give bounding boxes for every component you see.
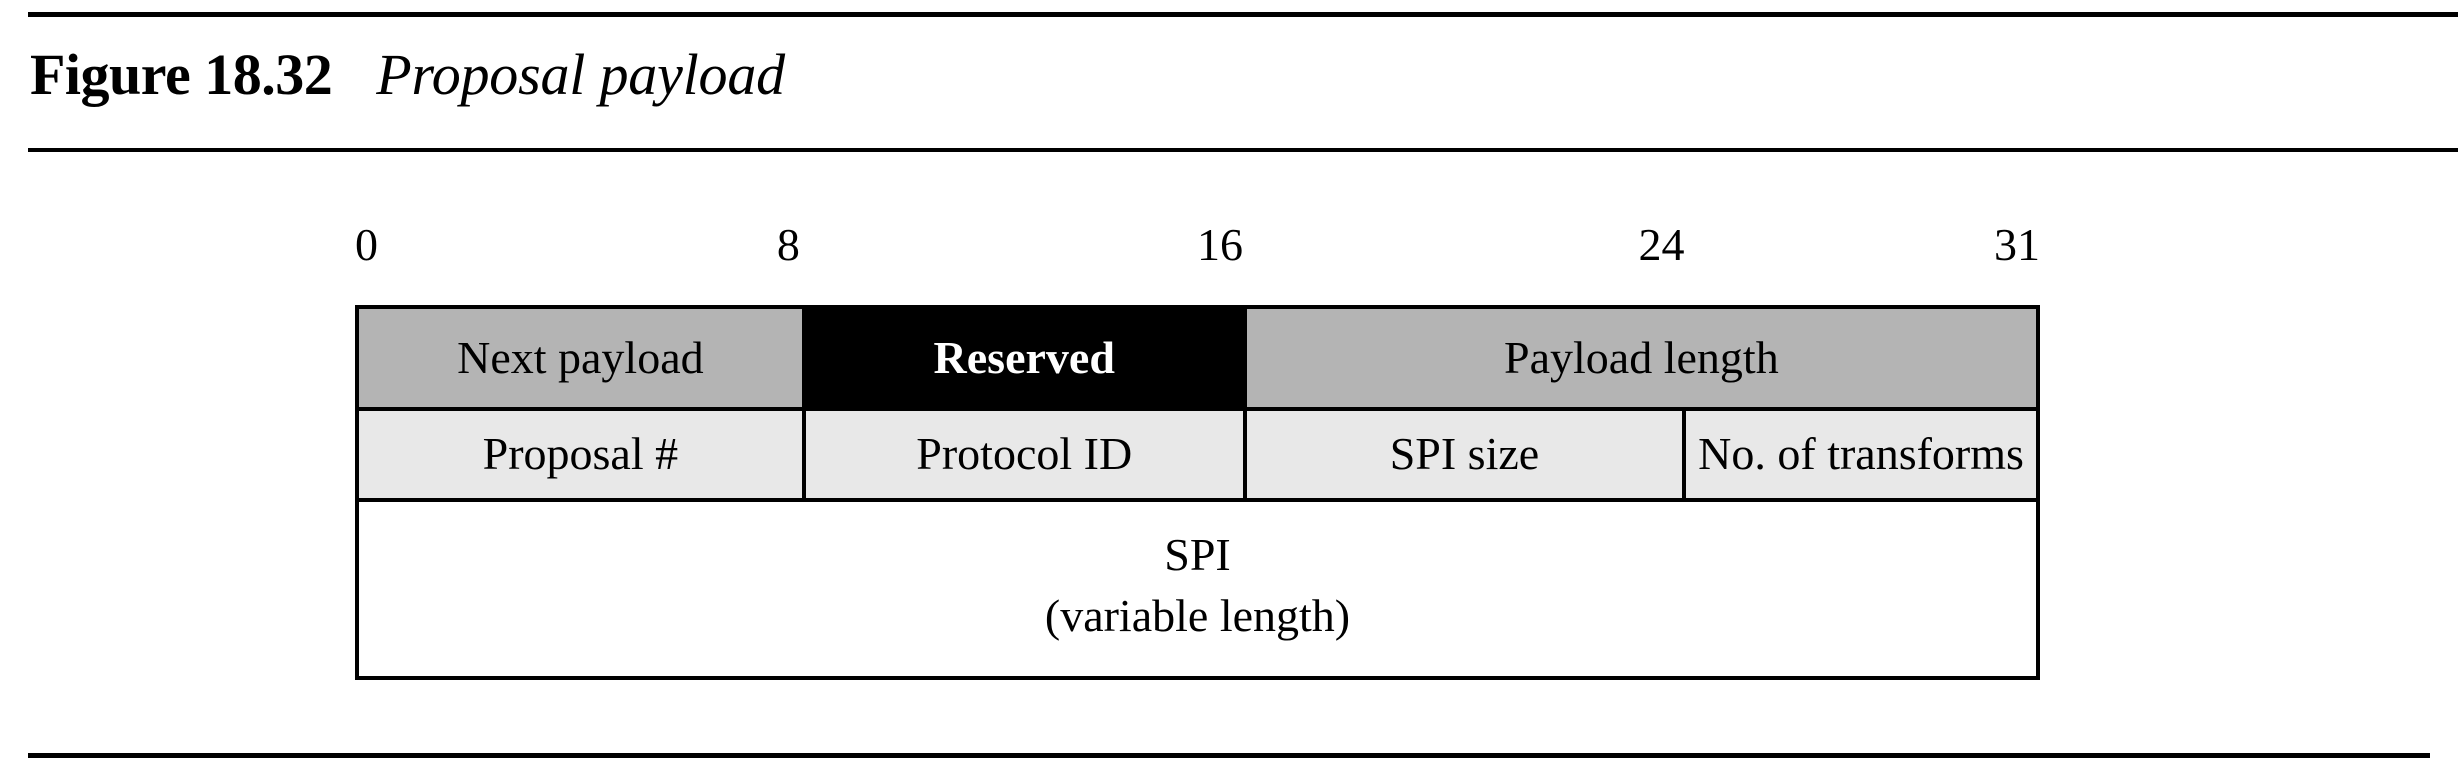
- packet-row-1: Next payload Reserved Payload length: [359, 309, 2036, 407]
- bit-tick-0: 0: [355, 219, 378, 270]
- bit-tick-8: 8: [776, 219, 800, 270]
- page-rule-top: [28, 12, 2458, 17]
- packet-row-2: Proposal # Protocol ID SPI size No. of t…: [359, 407, 2036, 502]
- field-spi: SPI (variable length): [359, 502, 2036, 676]
- packet-format-diagram: Next payload Reserved Payload length Pro…: [355, 305, 2040, 680]
- field-payload-length: Payload length: [1242, 309, 2036, 407]
- page-rule-under-title: [28, 148, 2458, 152]
- field-protocol-id: Protocol ID: [801, 411, 1243, 498]
- field-spi-line2: (variable length): [1044, 590, 1351, 641]
- bit-tick-16: 16: [1196, 219, 1243, 270]
- bit-tick-24: 24: [1638, 219, 1685, 270]
- figure-label: Figure 18.32: [30, 42, 333, 107]
- bit-position-ruler: 0 8 16 24 31: [355, 222, 2040, 282]
- bit-tick-31: 31: [1994, 219, 2040, 270]
- field-next-payload: Next payload: [359, 309, 802, 407]
- page-rule-bottom: [28, 753, 2430, 758]
- field-spi-line1: SPI: [1164, 529, 1231, 581]
- field-proposal-number: Proposal #: [359, 411, 802, 498]
- field-no-of-transforms: No. of transforms: [1682, 411, 2036, 498]
- field-reserved: Reserved: [801, 309, 1243, 407]
- figure-title: Proposal payload: [376, 42, 785, 107]
- packet-row-3: SPI (variable length): [359, 502, 2036, 676]
- field-spi-size: SPI size: [1242, 411, 1683, 498]
